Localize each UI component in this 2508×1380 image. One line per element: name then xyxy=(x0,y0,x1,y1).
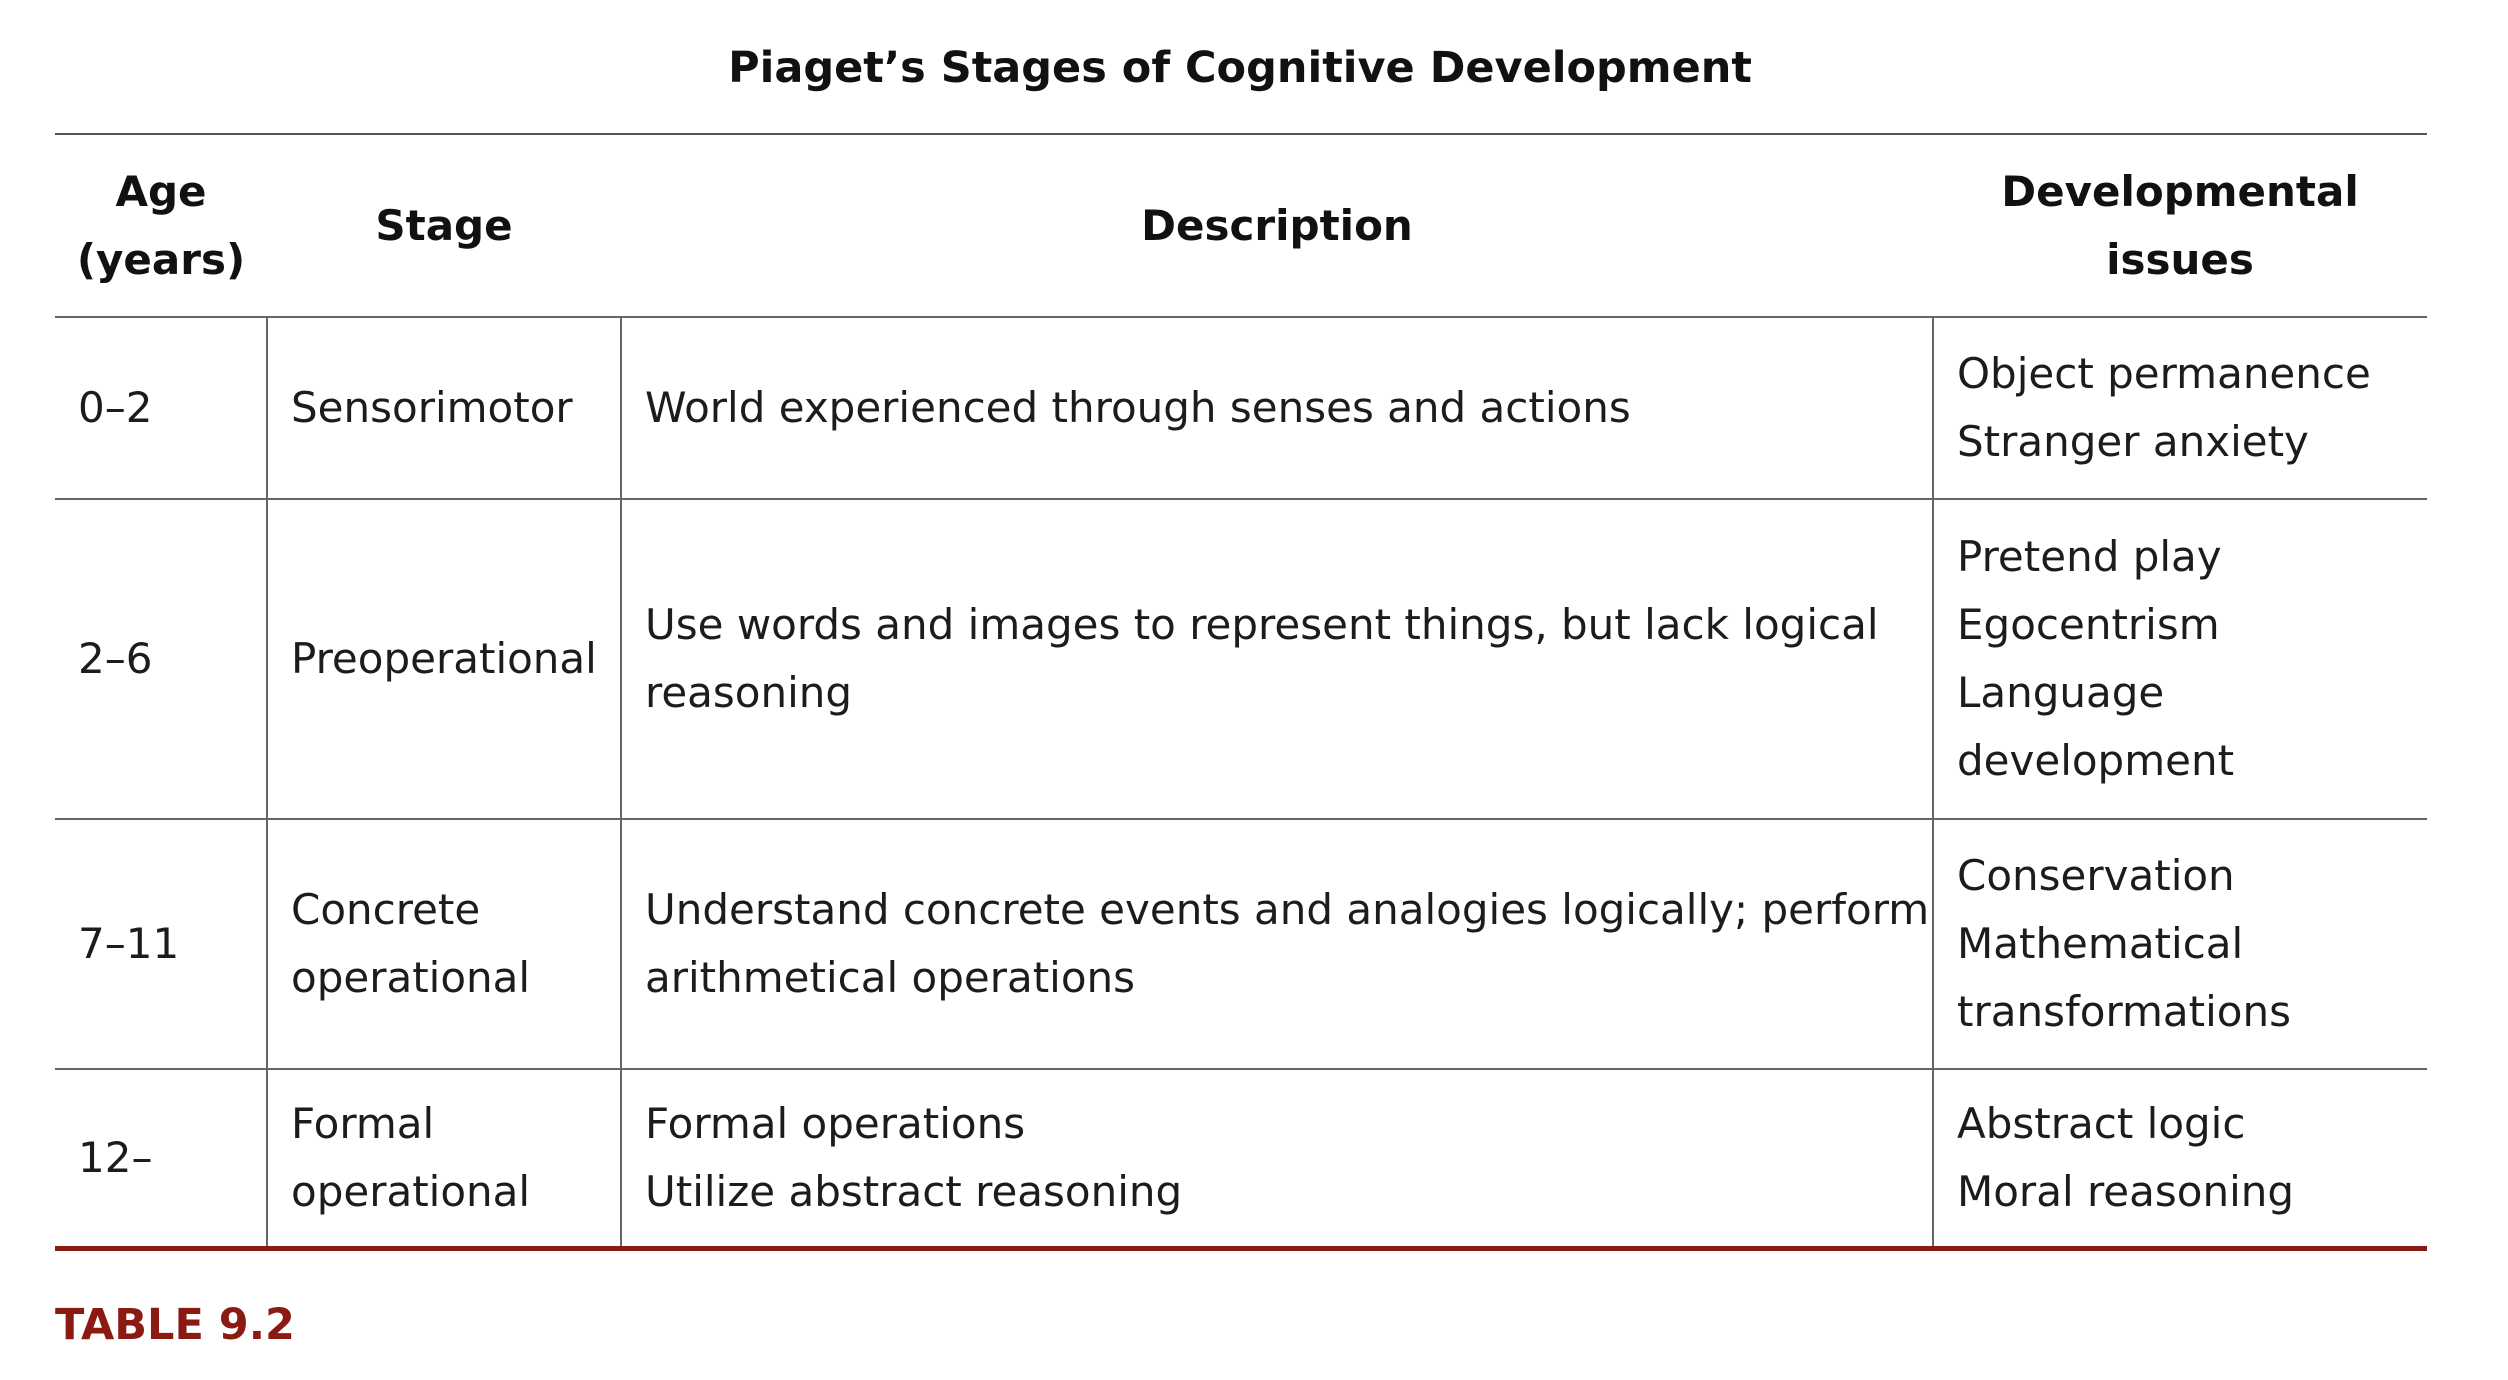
header-description: Description xyxy=(621,135,1933,318)
issue-item: Stranger anxiety xyxy=(1957,417,2309,466)
description-cell: Formal operations Utilize abstract reaso… xyxy=(620,1069,1933,1251)
age-cell: 12– xyxy=(55,1069,267,1251)
description-line: Utilize abstract reasoning xyxy=(645,1167,1183,1216)
issues-cell: Conservation Mathematical transformation… xyxy=(1932,819,2427,1070)
stage-line: operational xyxy=(291,1167,531,1216)
stage-line: Concrete xyxy=(291,885,481,934)
age-cell: 7–11 xyxy=(55,819,267,1070)
header-issues-line: Developmental xyxy=(2001,166,2359,216)
issue-item: Language xyxy=(1957,668,2165,717)
issue-item: Mathematical xyxy=(1957,919,2244,968)
description-line: World experienced through senses and act… xyxy=(645,383,1631,432)
issue-item: development xyxy=(1957,736,2235,785)
issue-item: Egocentrism xyxy=(1957,600,2220,649)
header-age-line: Age xyxy=(115,166,207,216)
issue-item: transformations xyxy=(1957,987,2291,1036)
table-row: 12– Formal operational Formal operations… xyxy=(55,1069,2427,1251)
table-row: 2–6 Preoperational Use words and images … xyxy=(55,499,2427,820)
stage-line: Preoperational xyxy=(291,634,597,683)
stage-line: Formal xyxy=(291,1099,435,1148)
description-cell: Use words and images to represent things… xyxy=(620,499,1933,820)
stage-cell: Sensorimotor xyxy=(266,317,621,500)
stage-cell: Formal operational xyxy=(266,1069,621,1251)
description-line: Understand concrete events and analogies… xyxy=(645,885,1930,934)
age-cell: 0–2 xyxy=(55,317,267,500)
header-issues-line: issues xyxy=(2106,234,2254,284)
header-age-line: (years) xyxy=(76,234,246,284)
stage-cell: Preoperational xyxy=(266,499,621,820)
description-line: Formal operations xyxy=(645,1099,1026,1148)
table-title: Piaget’s Stages of Cognitive Development xyxy=(728,43,1752,93)
description-line: Use words and images to represent things… xyxy=(645,600,1879,649)
issues-cell: Pretend play Egocentrism Language develo… xyxy=(1932,499,2427,820)
table-label: TABLE 9.2 xyxy=(55,1300,295,1350)
table-row: 7–11 Concrete operational Understand con… xyxy=(55,819,2427,1070)
header-stage: Stage xyxy=(267,135,621,318)
top-rule xyxy=(55,133,2427,135)
header-issues: Developmental issues xyxy=(1933,135,2427,318)
issue-item: Abstract logic xyxy=(1957,1099,2246,1148)
description-line: arithmetical operations xyxy=(645,953,1136,1002)
issues-cell: Abstract logic Moral reasoning xyxy=(1932,1069,2427,1251)
age-cell: 2–6 xyxy=(55,499,267,820)
issue-item: Pretend play xyxy=(1957,532,2222,581)
header-row: Age (years) Stage Description Developmen… xyxy=(55,135,2427,318)
description-line: reasoning xyxy=(645,668,853,717)
issue-item: Conservation xyxy=(1957,851,2235,900)
description-cell: Understand concrete events and analogies… xyxy=(620,819,1933,1070)
description-cell: World experienced through senses and act… xyxy=(620,317,1933,500)
issue-item: Moral reasoning xyxy=(1957,1167,2295,1216)
stage-line: operational xyxy=(291,953,531,1002)
issue-item: Object permanence xyxy=(1957,349,2371,398)
stage-cell: Concrete operational xyxy=(266,819,621,1070)
table-row: 0–2 Sensorimotor World experienced throu… xyxy=(55,317,2427,500)
stage-line: Sensorimotor xyxy=(291,383,573,432)
stages-table: Age (years) Stage Description Developmen… xyxy=(55,135,2427,1251)
issues-cell: Object permanence Stranger anxiety xyxy=(1932,317,2427,500)
header-age: Age (years) xyxy=(55,135,267,318)
